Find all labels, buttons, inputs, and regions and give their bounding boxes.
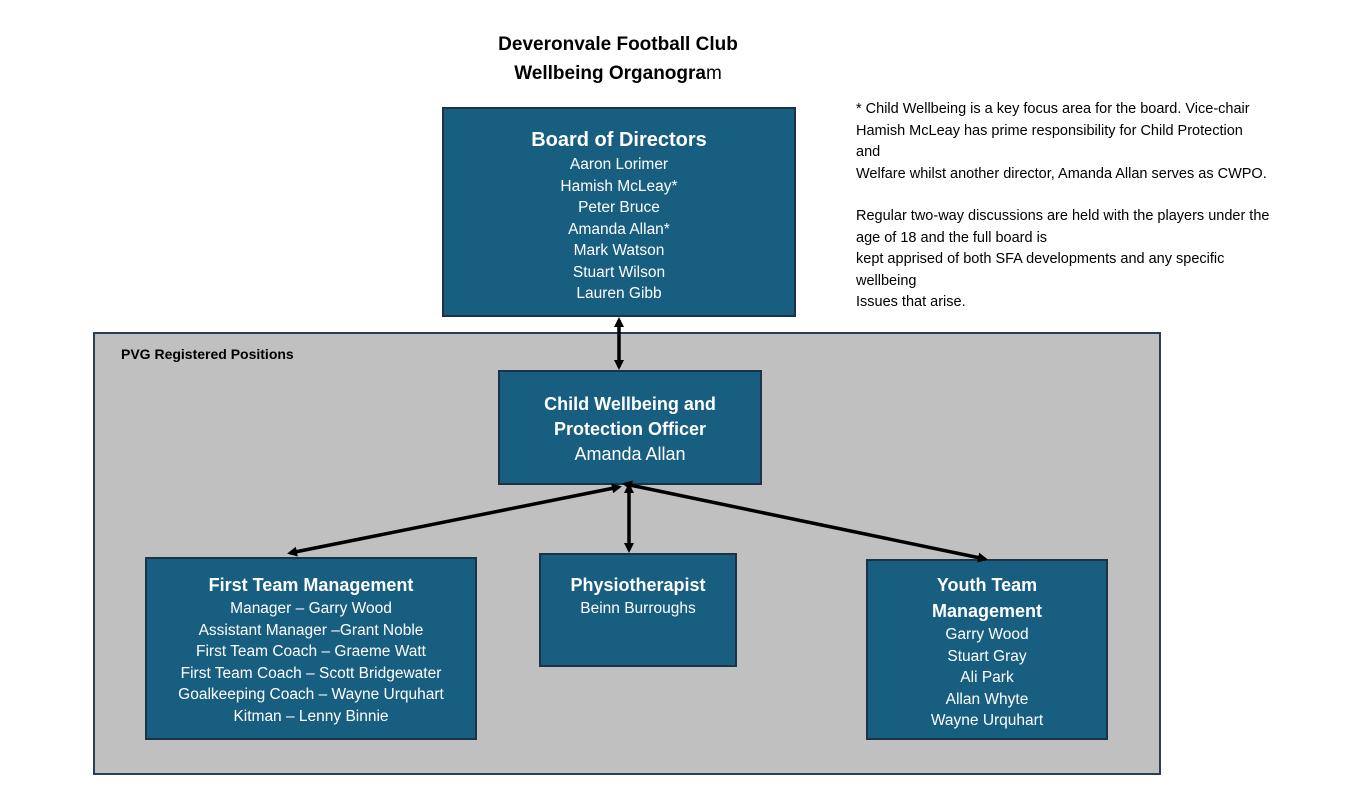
youth-member: Garry Wood bbox=[945, 626, 1029, 643]
first-team-member: Manager – Garry Wood bbox=[230, 600, 392, 617]
title-line-1: Deveronvale Football Club bbox=[498, 34, 738, 55]
youth-heading-line-1: Youth Team bbox=[936, 575, 1038, 595]
board-member: Mark Watson bbox=[573, 242, 665, 259]
youth-team-management-box: Youth Team Management Garry Wood Stuart … bbox=[866, 559, 1108, 740]
first-team-member: Assistant Manager –Grant Noble bbox=[198, 621, 424, 639]
note-line: wellbeing bbox=[856, 272, 917, 289]
title-line-2: Wellbeing Organogram bbox=[440, 59, 796, 88]
pvg-label: PVG Registered Positions bbox=[121, 346, 294, 362]
board-member: Aaron Lorimer bbox=[569, 156, 669, 173]
note-line: * Child Wellbeing is a key focus area fo… bbox=[856, 101, 1250, 117]
title-line-2-rest: m bbox=[705, 63, 722, 84]
board-of-directors-box: Board of Directors Aaron Lorimer Hamish … bbox=[442, 107, 796, 317]
first-team-member: First Team Coach – Graeme Watt bbox=[196, 643, 426, 660]
note-line: Regular two-way discussions are held wit… bbox=[856, 208, 1270, 224]
first-team-member: Goalkeeping Coach – Wayne Urquhart bbox=[178, 686, 444, 703]
youth-member: Allan Whyte bbox=[945, 690, 1029, 708]
youth-member: Ali Park bbox=[960, 669, 1014, 686]
note-line: age of 18 and the full board is bbox=[856, 229, 1048, 246]
note-line: Issues that arise. bbox=[856, 294, 966, 310]
board-member: Stuart Wilson bbox=[572, 263, 666, 281]
physio-member: Beinn Burroughs bbox=[580, 600, 696, 617]
cwpo-heading-line-2: Protection Officer bbox=[553, 419, 707, 439]
first-team-management-box: First Team Management Manager – Garry Wo… bbox=[145, 557, 477, 740]
first-team-member: Kitman – Lenny Binnie bbox=[233, 707, 389, 725]
note-line: kept apprised of both SFA developments a… bbox=[856, 251, 1225, 267]
title-line-2-bold: Wellbeing Organogra bbox=[514, 63, 706, 84]
board-member: Amanda Allan* bbox=[568, 220, 670, 238]
note-line: and bbox=[856, 144, 881, 160]
first-team-heading: First Team Management bbox=[208, 575, 414, 595]
youth-member: Stuart Gray bbox=[947, 647, 1027, 665]
note-line: Hamish McLeay has prime responsibility f… bbox=[856, 122, 1243, 139]
board-member: Hamish McLeay* bbox=[560, 177, 678, 195]
note-spacer bbox=[856, 185, 1336, 206]
physio-heading: Physiotherapist bbox=[570, 575, 706, 595]
physiotherapist-box: Physiotherapist Beinn Burroughs bbox=[539, 553, 737, 667]
wellbeing-note: * Child Wellbeing is a key focus area fo… bbox=[856, 99, 1336, 314]
note-line: Welfare whilst another director, Amanda … bbox=[856, 165, 1267, 182]
first-team-member: First Team Coach – Scott Bridgewater bbox=[180, 664, 442, 682]
board-member: Peter Bruce bbox=[578, 199, 660, 216]
youth-heading-line-2: Management bbox=[931, 600, 1043, 621]
cwpo-name: Amanda Allan bbox=[574, 444, 686, 464]
board-member: Lauren Gibb bbox=[576, 285, 662, 302]
youth-member: Wayne Urquhart bbox=[930, 712, 1044, 729]
cwpo-box: Child Wellbeing and Protection Officer A… bbox=[498, 370, 762, 485]
board-heading: Board of Directors bbox=[531, 129, 707, 151]
page-title: Deveronvale Football Club Wellbeing Orga… bbox=[440, 30, 796, 88]
cwpo-heading-line-1: Child Wellbeing and bbox=[544, 394, 716, 414]
